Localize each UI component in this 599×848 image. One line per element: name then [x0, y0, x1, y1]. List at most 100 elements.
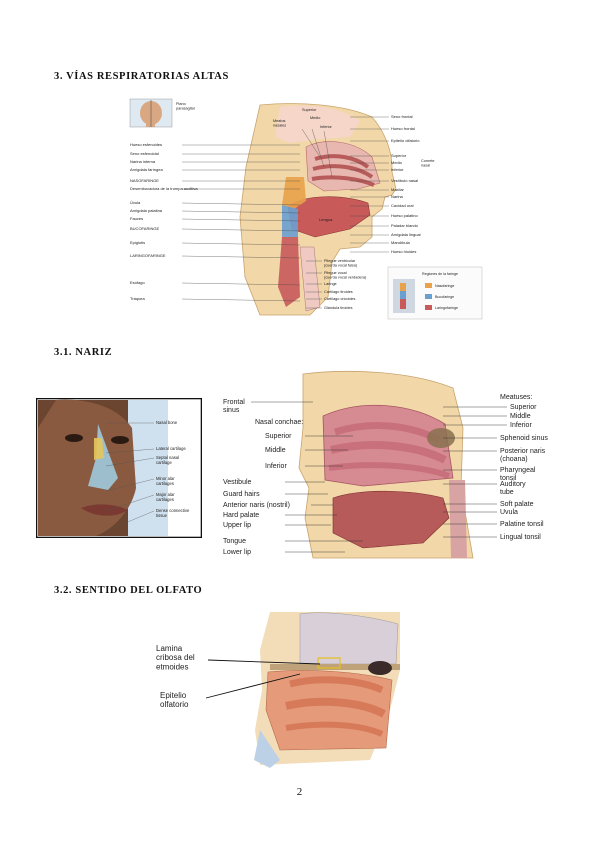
fig2b-left-label: Superior [265, 433, 292, 440]
section-heading-vias-respiratorias: 3. VÍAS RESPIRATORIAS ALTAS [54, 71, 229, 82]
fig3-leader-line [207, 659, 321, 665]
fig2b-right-label: Soft palate [500, 501, 534, 508]
fig2b-left-label: Inferior [265, 463, 287, 470]
fig1-leader-line [311, 128, 325, 168]
fig2b-left-label: Nasal conchae: [255, 419, 303, 426]
fig1-left-label: BUCOFARINGE [130, 226, 159, 231]
fig2b-left-label: Middle [265, 447, 286, 454]
fig2b-right-label: Lingual tonsil [500, 534, 541, 541]
fig2a-leader-line [105, 478, 155, 492]
fig2b-right-label: Middle [510, 413, 531, 420]
legend-label-bucofaringe: Bucofaringe [435, 295, 454, 299]
legend-swatch-bucofaringe [425, 294, 432, 299]
fig1-leader-line [181, 202, 301, 206]
fig2a-label: Nasal bone [156, 420, 178, 425]
fig2a-leader-line [105, 494, 155, 512]
fig1-right-label: Medio [391, 160, 403, 165]
fig1-bottom-label: Pliegue ventricular(cuerda vocal falsa) [324, 259, 358, 267]
fig1-label-meato-superior: Superior [302, 108, 317, 112]
fig2a-leader-line [105, 457, 155, 467]
fig2b-left-label: Guard hairs [223, 491, 260, 498]
fig1-right-label: Cavidad oral [391, 203, 414, 208]
fig2b-left-label: Tongue [223, 538, 246, 545]
fig1-leader-line [181, 298, 301, 302]
fig1-left-label: Seno esfenoidal [130, 151, 159, 156]
fig1-bottom-label: Pliegue vocal(cuerda vocal verdadera) [324, 271, 367, 279]
fig2b-right-label: Posterior naris(choana) [500, 448, 546, 463]
section-heading-nariz: 3.1. NARIZ [54, 347, 113, 358]
fig1-bottom-label: Glándula tiroides [324, 306, 353, 310]
fig1-bottom-label: Cartílago tiroides [324, 290, 353, 294]
fig1-label-meato-inferior: Inferior [320, 125, 333, 129]
upper-airway-diagram: Lengua Regiones de la faringe Nasofaring… [129, 98, 483, 320]
fig1-right-label: Inferior [391, 167, 404, 172]
fig1-right-label: Epitelio olfatorio [391, 138, 420, 143]
fig1-legend-title: Regiones de la faringe [422, 272, 458, 276]
fig1-label-tongue: Lengua [319, 217, 333, 222]
fig1-leader-line [181, 210, 301, 214]
fig1-left-label: Fauces [130, 216, 143, 221]
fig1-left-label: NASOFARINGE [130, 178, 159, 183]
fig1-bottom-label: Laringe [324, 282, 337, 286]
fig1-leader-line [301, 128, 321, 158]
fig1-right-label: Paladar blando [391, 223, 419, 228]
fig1-left-label: Tráquea [130, 296, 146, 301]
fig1-right-label: Superior [391, 153, 407, 158]
fig1-leader-line [181, 282, 301, 286]
fig2b-right-label: Sphenoid sinus [500, 435, 548, 442]
fig2b-left-label: Anterior naris (nostril) [223, 502, 290, 509]
fig1-label-meato-medio: Medio [310, 116, 320, 120]
legend-label-nasofaringe: Nasofaringe [435, 284, 454, 288]
fig1-leader-line [181, 255, 301, 259]
fig1-right-label: Narina [391, 194, 404, 199]
fig1-left-label: Amígdala palatina [130, 208, 163, 213]
fig1-leader-line [181, 218, 301, 222]
fig3-leader-line [205, 673, 301, 699]
fig1-left-label: Hueso esfenoides [130, 142, 162, 147]
legend-label-laringofaringe: Laringofaringe [435, 306, 458, 310]
fig2a-label: Lateral cartilage [156, 446, 186, 451]
fig1-right-label: Hueso palatino [391, 213, 418, 218]
fig1-left-label: Narina interna [130, 159, 156, 164]
section-heading-sentido-olfato: 3.2. SENTIDO DEL OLFATO [54, 585, 203, 596]
fig1-left-label: Amígdala faríngea [130, 167, 163, 172]
fig1-right-label: Vestíbulo nasal [391, 178, 418, 183]
fig1-left-label: Desembocadura de la trompa auditiva [130, 186, 198, 191]
fig2b-right-label: Inferior [510, 422, 532, 429]
fig1-right-label: Maxilar [391, 187, 405, 192]
fig1-right-label: Hueso hioides [391, 249, 416, 254]
fig1-left-label: Úvula [130, 200, 141, 205]
fig1-right-label: Hueso frontal [391, 126, 415, 131]
fig1-right-label: Seno frontal [391, 114, 413, 119]
legend-swatch-laringofaringe [425, 305, 432, 310]
fig2a-leader-line [105, 510, 155, 532]
legend-swatch-nasofaringe [425, 283, 432, 288]
fig1-left-label: LARINGOFARINGE [130, 253, 166, 258]
fig2b-left-label: Lower lip [223, 549, 251, 556]
fig1-right-label: Amígdala lingual [391, 232, 421, 237]
page-number: 2 [296, 786, 303, 798]
fig1-leader-line [323, 130, 333, 178]
fig2b-right-label: Superior [510, 404, 537, 411]
fig2b-right-label: Palatine tonsil [500, 521, 544, 528]
fig2b-right-label: Meatuses: [500, 394, 532, 401]
fig1-leader-line [181, 242, 301, 246]
fig2b-left-label: Upper lip [223, 522, 251, 529]
